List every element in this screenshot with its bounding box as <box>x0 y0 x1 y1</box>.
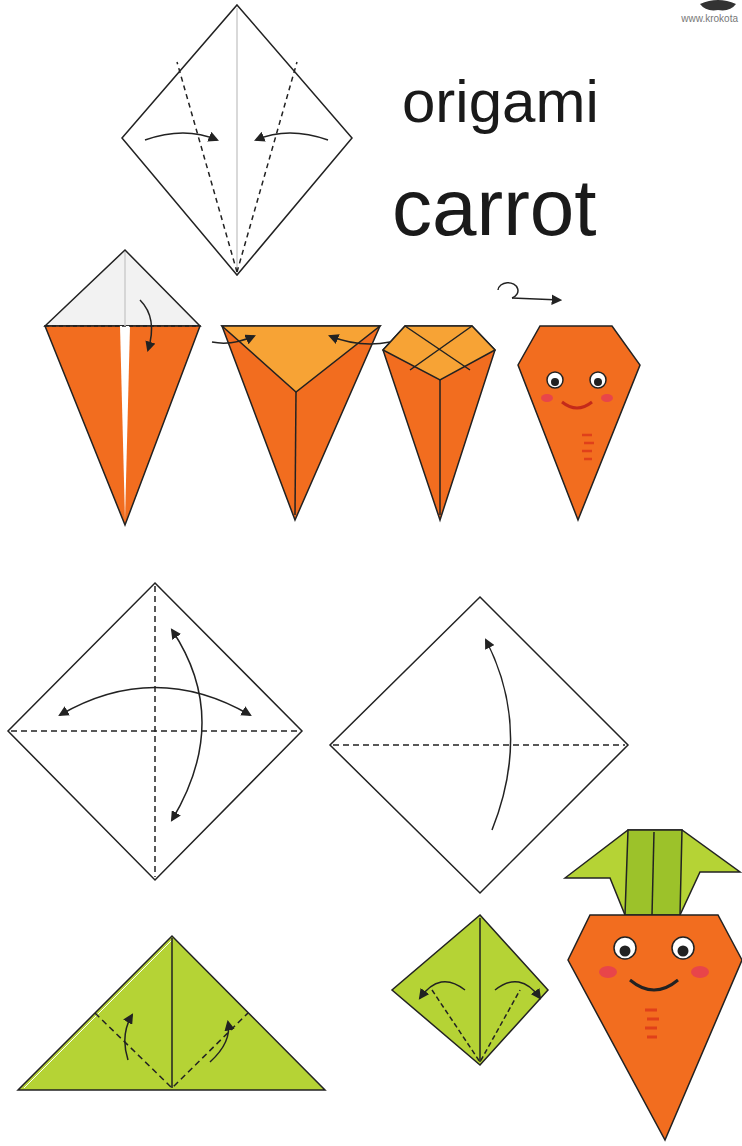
title-word: origami <box>402 72 599 132</box>
title-word: carrot <box>392 168 597 248</box>
watermark: www.krokota <box>681 14 738 24</box>
